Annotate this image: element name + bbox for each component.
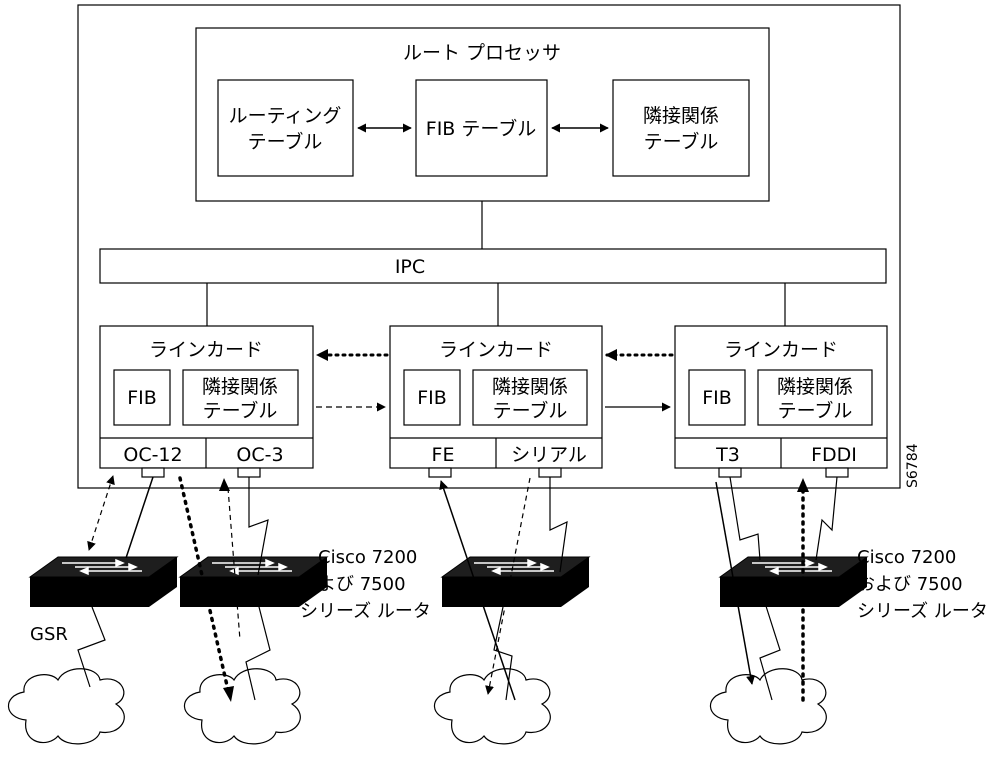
adjacency-table-box (612, 79, 750, 177)
fib-table-box (415, 79, 548, 177)
line-card-3-adjacency-label-1: 隣接関係 (777, 376, 853, 398)
line-card-3-fib-box (688, 369, 746, 426)
router-left-label-2: および 7500 (300, 574, 406, 595)
line-card-3-port-2: FDDI (811, 444, 857, 466)
line-card-3-fib-label: FIB (702, 387, 732, 409)
network-cloud-1-icon (7, 668, 125, 745)
figure-id: S6784 (905, 443, 921, 488)
dotted-arrow-lc3-to-lc2-head (605, 349, 617, 361)
line-card-3-adjacency-box (757, 369, 873, 426)
router-gsr-label: GSR (30, 624, 68, 645)
router-left-label-3: シリーズ ルータ (300, 601, 431, 622)
link-t3-router (729, 476, 761, 561)
line-card-2-adjacency-label-1: 隣接関係 (492, 376, 568, 398)
line-card-2-title: ラインカード (439, 339, 553, 361)
routing-table-label-1: ルーティング (229, 105, 342, 127)
line-card-1-adjacency-label-1: 隣接関係 (202, 376, 278, 398)
line-card-3-adjacency-label-2: テーブル (778, 399, 853, 422)
serial-link-oc3-router (248, 477, 269, 576)
ipc-bus (99, 248, 887, 284)
routing-table-label-2: テーブル (248, 130, 323, 153)
router-right-label-2: および 7500 (857, 574, 963, 595)
router-right-label-1: Cisco 7200 (857, 547, 956, 568)
routing-table-box (217, 79, 354, 177)
dashed-link-gsr (87, 475, 115, 551)
line-card-1-fib-box (113, 369, 171, 426)
link-oc12-gsr (125, 476, 154, 559)
route-processor-title: ルート プロセッサ (403, 42, 561, 64)
dotted-link-oc12-cloud-head (223, 686, 234, 702)
line-card-3-port-1: T3 (715, 444, 740, 466)
network-cloud-3-icon (433, 668, 551, 745)
dotted-link-cloud-fddi-head (797, 478, 809, 492)
dashed-link-oc3-head (219, 478, 230, 491)
link-t3-cloud (715, 481, 756, 685)
line-card-3-title: ラインカード (724, 339, 838, 361)
network-cloud-2-icon (183, 668, 301, 745)
line-card-1-title: ラインカード (149, 339, 263, 361)
line-card-1-fib-label: FIB (127, 387, 157, 409)
dashed-link-serial-cloud (485, 477, 531, 695)
adjacency-table-label-1: 隣接関係 (643, 105, 719, 127)
router-gsr-icon (29, 556, 178, 608)
dashed-link-oc3-cloud (227, 487, 241, 641)
port-connector-serial (538, 467, 562, 478)
router-middle-icon (441, 556, 590, 608)
port-connector-t3 (718, 467, 742, 478)
line-card-2-fib-label: FIB (417, 387, 447, 409)
fib-table-label: FIB テーブル (426, 117, 536, 140)
line-card-1-adjacency-box (182, 369, 299, 426)
serial-link-serial-router (549, 477, 568, 573)
ipc-label: IPC (395, 256, 425, 278)
network-cloud-4-icon (709, 668, 827, 745)
line-card-1-port-1: OC-12 (123, 444, 182, 466)
serial-link-router-cloud-3 (493, 606, 513, 701)
line-card-2-port-1: FE (432, 444, 455, 466)
line-card-1-adjacency-label-2: テーブル (203, 399, 278, 422)
link-cloud-fe (439, 480, 516, 701)
port-connector-fddi (825, 467, 849, 478)
serial-link-router-cloud-2 (245, 602, 271, 701)
serial-link-gsr-cloud (77, 606, 106, 688)
serial-link-fddi-router (815, 476, 838, 561)
port-connector-fe (428, 467, 452, 478)
router-7200-right-icon (719, 556, 868, 608)
line-card-2-port-2: シリアル (511, 444, 587, 466)
line-card-2-adjacency-label-2: テーブル (493, 399, 568, 422)
serial-link-router-cloud-4 (759, 602, 781, 701)
dotted-arrow-lc2-to-lc1-head (316, 349, 328, 361)
router-left-label-1: Cisco 7200 (318, 547, 417, 568)
port-connector-oc3 (237, 467, 261, 478)
adjacency-table-label-2: テーブル (644, 130, 719, 153)
router-right-label-3: シリーズ ルータ (857, 601, 988, 622)
port-connector-oc12 (141, 467, 165, 478)
line-card-2-adjacency-box (472, 369, 588, 426)
line-card-1-port-2: OC-3 (236, 444, 283, 466)
line-card-2-fib-box (403, 369, 461, 426)
